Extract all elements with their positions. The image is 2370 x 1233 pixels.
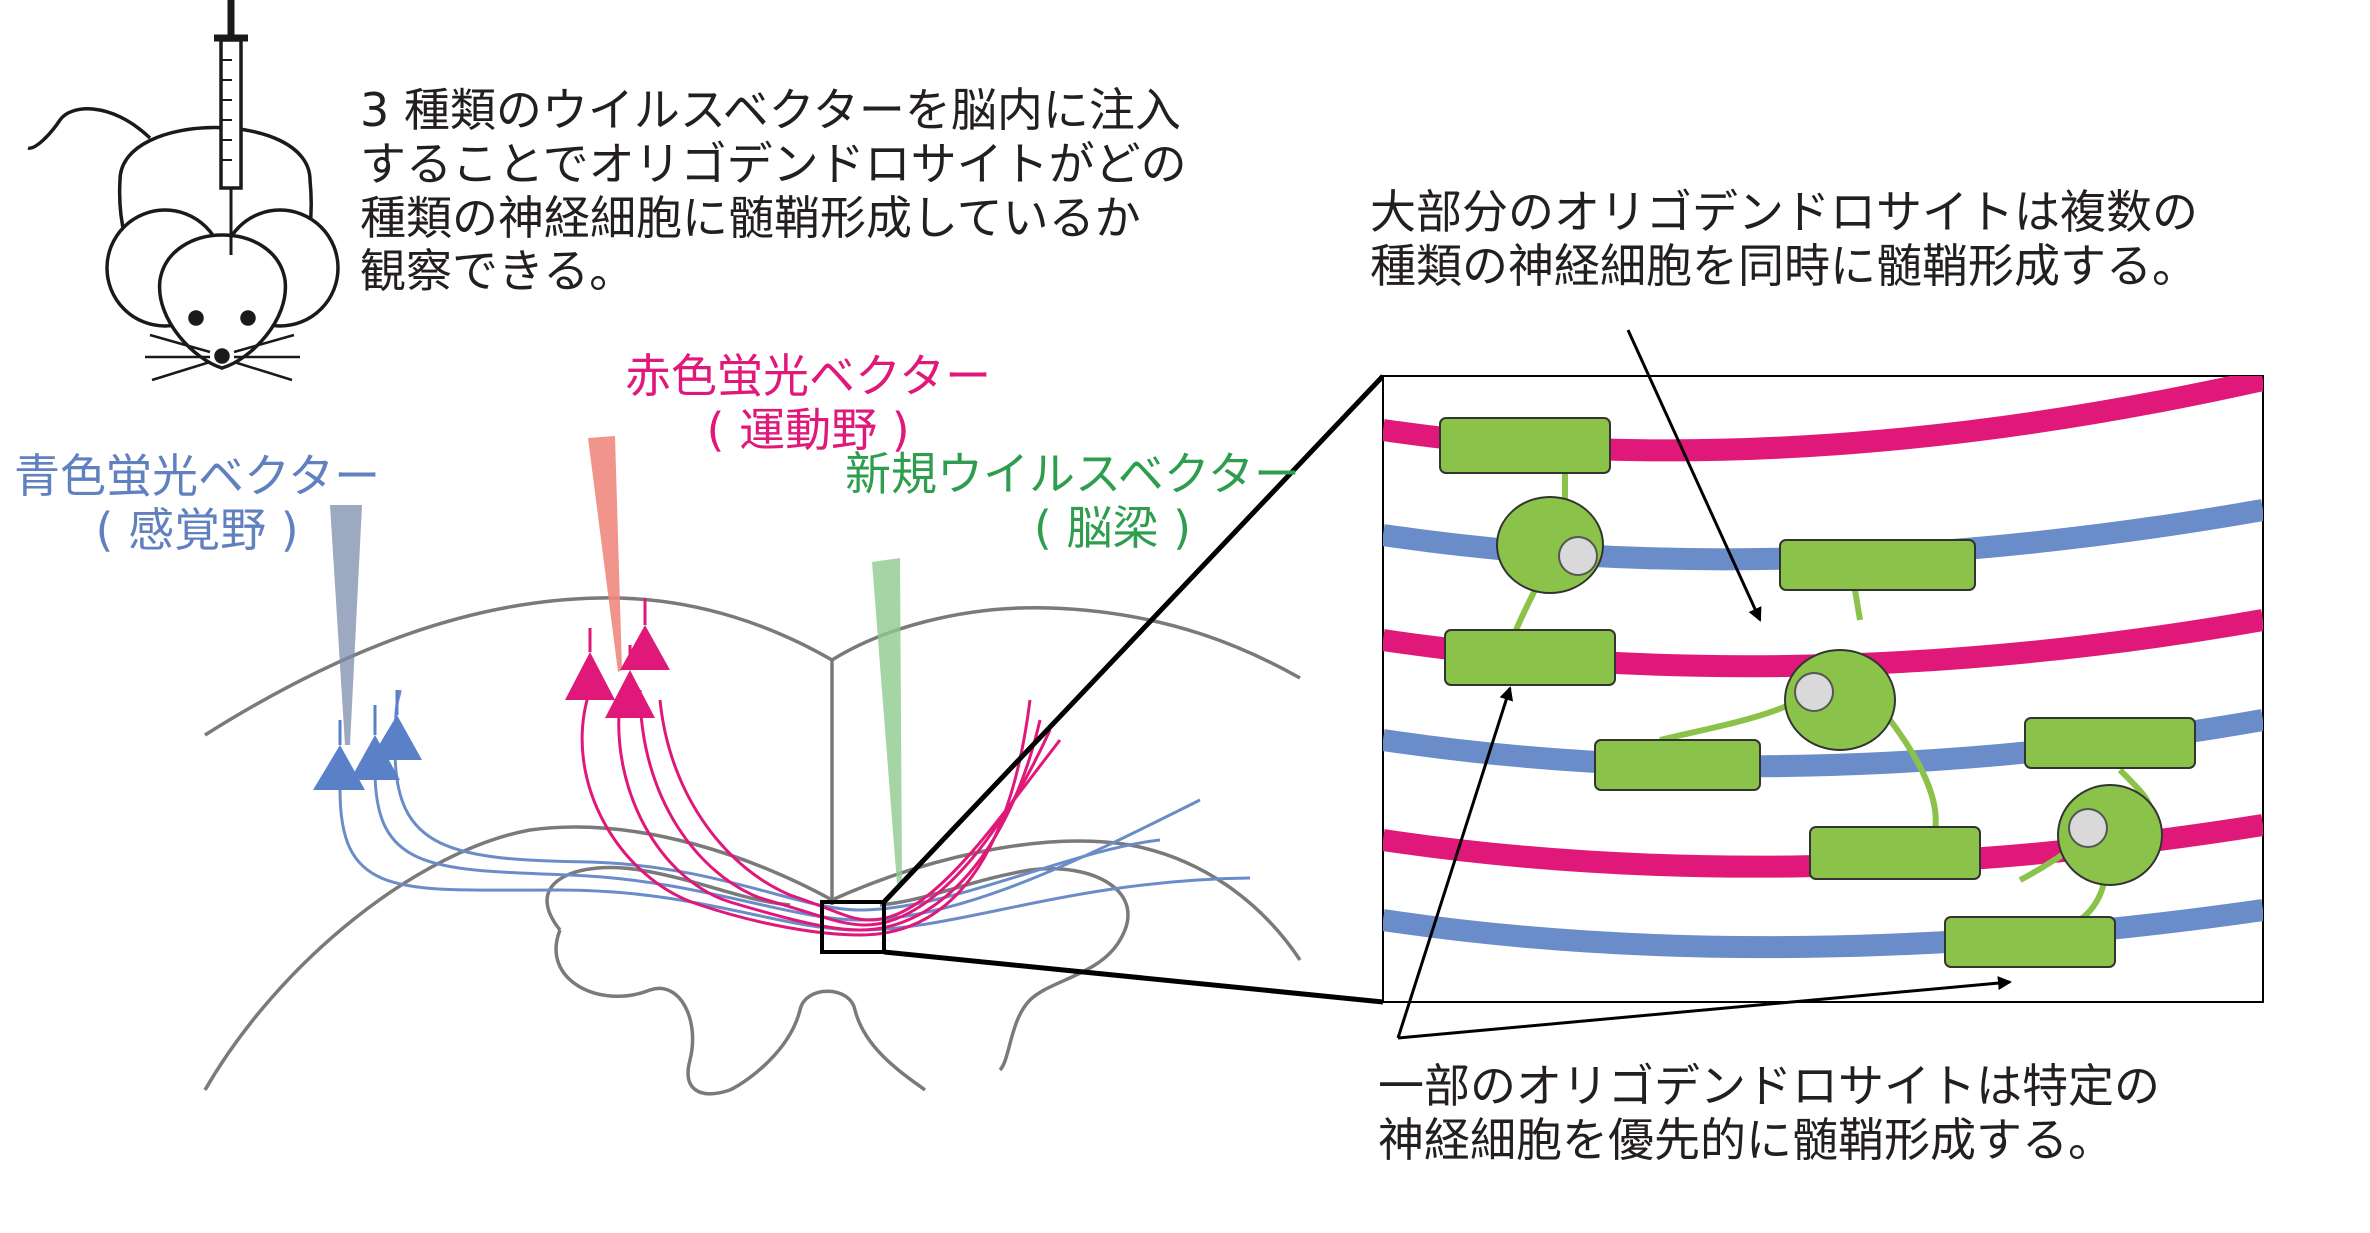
myelin-segment (1809, 826, 1981, 880)
myelin-segment (1444, 629, 1616, 686)
arrow-to-specific-2 (1397, 976, 2012, 1040)
zoom-axon-blue-3 (1383, 899, 2263, 959)
blue-neurons (313, 690, 422, 790)
intro-line: 観察できる。 (360, 244, 636, 299)
multi-myelination-text: 大部分のオリゴデンドロサイトは複数の 種類の神経細胞を同時に髄鞘形成する。 (1370, 185, 2198, 294)
oligodendrocyte-cell (1784, 649, 1896, 751)
specific-line: 一部のオリゴデンドロサイトは特定の (1378, 1059, 2160, 1113)
red-axons (580, 689, 1062, 937)
multi-line: 種類の神経細胞を同時に髄鞘形成する。 (1370, 238, 2198, 293)
intro-text: 3 種類のウイルスベクターを脳内に注入 することでオリゴデンドロサイトがどの 種… (360, 83, 1187, 299)
blue-probe (330, 505, 362, 745)
red-neurons (565, 598, 670, 718)
red-probe (588, 436, 622, 672)
intro-line: 種類の神経細胞に髄鞘形成しているか (360, 190, 1141, 245)
red-vector-region: ( 運動野 ) (706, 402, 910, 457)
zoom-panel (1382, 375, 2264, 1003)
green-vector-name: 新規ウイルスベクター (845, 447, 1300, 501)
red-vector-name: 赤色蛍光ベクター (625, 349, 992, 403)
oligodendrocyte-cell (1496, 496, 1604, 594)
blue-axons (338, 689, 1251, 932)
myelin-segment (1439, 417, 1611, 474)
intro-line: することでオリゴデンドロサイトがどの (360, 136, 1187, 191)
zoom-line-bottom (883, 949, 1384, 1005)
multi-line: 大部分のオリゴデンドロサイトは複数の (1370, 185, 2198, 239)
intro-line: 3 種類のウイルスベクターを脳内に注入 (360, 83, 1181, 137)
zoom-source-box (820, 900, 886, 954)
blue-vector-label: 青色蛍光ベクター ( 感覚野 ) (14, 449, 381, 558)
green-probe (872, 558, 902, 884)
blue-vector-name: 青色蛍光ベクター (14, 449, 381, 503)
brain-outline (203, 596, 1302, 1096)
mouse-icon (27, 107, 340, 382)
specific-line: 神経細胞を優先的に髄鞘形成する。 (1378, 1112, 2114, 1167)
green-vector-region: ( 脳梁 ) (1033, 500, 1192, 555)
green-vector-label: 新規ウイルスベクター ( 脳梁 ) (845, 447, 1300, 556)
specific-myelination-text: 一部のオリゴデンドロサイトは特定の 神経細胞を優先的に髄鞘形成する。 (1378, 1059, 2160, 1168)
oligodendrocyte-cell (2057, 784, 2163, 886)
myelin-segment (1779, 539, 1976, 591)
blue-vector-region: ( 感覚野 ) (95, 502, 299, 557)
myelin-segment (2024, 717, 2196, 769)
zoom-line-top (882, 374, 1385, 904)
arrow-to-specific-1 (1396, 686, 1514, 1039)
myelin-segment (1594, 739, 1761, 791)
myelin-segment (1944, 916, 2116, 968)
syringe-icon (214, 0, 248, 255)
arrow-to-multi (1626, 329, 1762, 622)
red-vector-label: 赤色蛍光ベクター ( 運動野 ) (625, 349, 992, 458)
